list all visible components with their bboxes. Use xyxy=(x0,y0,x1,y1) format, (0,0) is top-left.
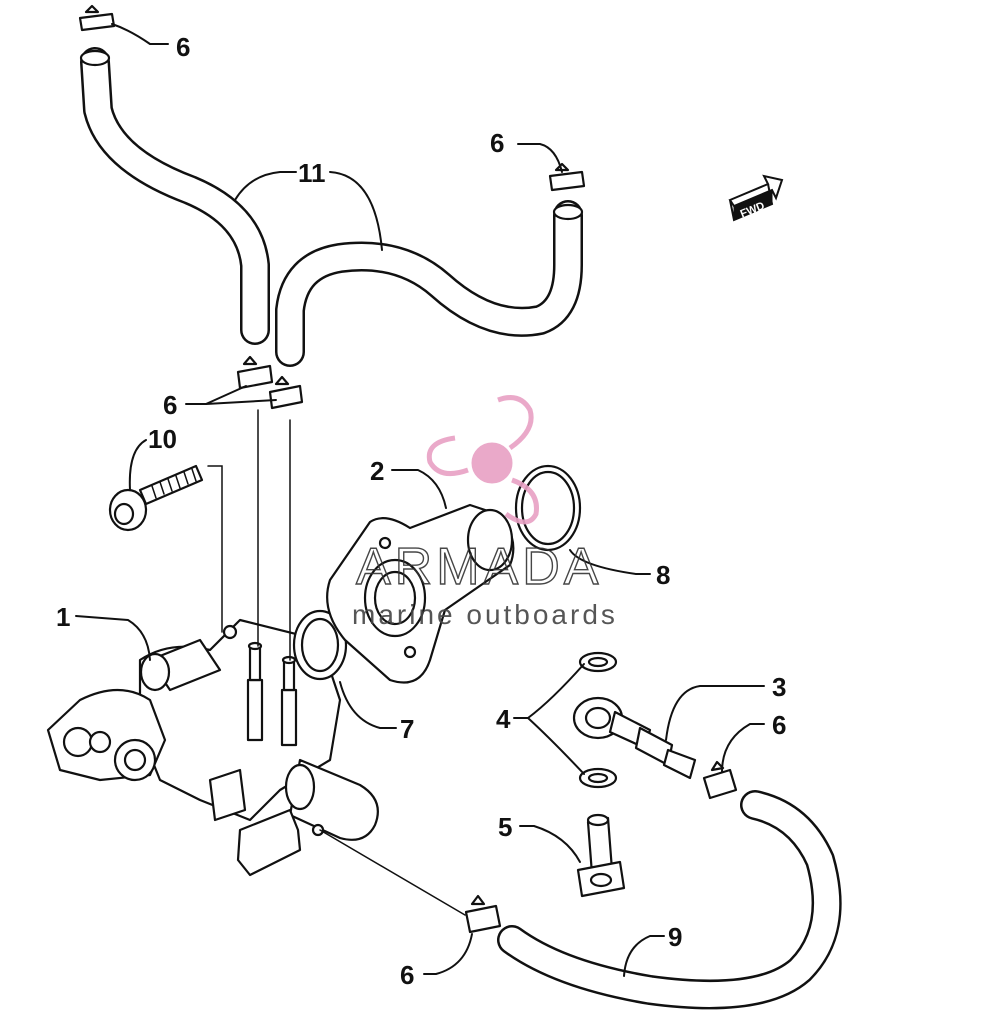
callout-3: 3 xyxy=(772,672,786,702)
callout-6-middle: 6 xyxy=(163,390,177,420)
callout-7: 7 xyxy=(400,714,414,744)
valve-body-1 xyxy=(46,618,379,877)
logo-petal-top xyxy=(497,395,534,451)
gasket-7 xyxy=(292,609,348,681)
callout-4: 4 xyxy=(496,704,511,734)
callout-6-bottom: 6 xyxy=(400,960,414,990)
watermark-logo xyxy=(426,395,539,525)
guide-lines xyxy=(207,409,466,916)
callout-6-top: 6 xyxy=(176,32,190,62)
callout-9: 9 xyxy=(668,922,682,952)
clamp-6-right-top xyxy=(548,162,586,192)
clamp-6-bottom xyxy=(464,894,502,934)
callout-5: 5 xyxy=(498,812,512,842)
callout-10: 10 xyxy=(148,424,177,454)
logo-hub xyxy=(471,442,513,484)
clamp-6-middle-a xyxy=(236,355,274,390)
leader-lines xyxy=(75,23,765,977)
fwd-arrow: FWD xyxy=(728,174,784,222)
clamp-6-middle-b xyxy=(268,375,304,410)
callout-6-right-mid: 6 xyxy=(772,710,786,740)
clamp-6-right-mid xyxy=(702,760,738,800)
bolt-5 xyxy=(576,813,626,898)
callout-8: 8 xyxy=(656,560,670,590)
housing-2 xyxy=(326,503,515,684)
callout-6-right-top: 6 xyxy=(490,128,504,158)
union-3 xyxy=(572,696,697,780)
watermark-brand: ARMADA xyxy=(356,538,602,596)
watermark: ARMADA marine outboards xyxy=(352,395,618,630)
logo-petal-right xyxy=(504,477,539,525)
clamp-6-top xyxy=(78,4,116,32)
washer-4-top xyxy=(578,651,618,673)
o-ring-8 xyxy=(514,464,582,552)
callout-2: 2 xyxy=(370,456,384,486)
callout-1: 1 xyxy=(56,602,70,632)
washer-4-bottom xyxy=(578,767,618,789)
bolt-10 xyxy=(108,464,204,532)
hose-11 xyxy=(79,47,584,367)
callout-11: 11 xyxy=(298,158,326,188)
callouts: 6 6 11 6 10 2 8 1 3 4 7 6 5 9 6 xyxy=(56,32,786,990)
watermark-tagline: marine outboards xyxy=(352,599,618,630)
hose-9 xyxy=(497,790,842,1010)
logo-petal-left xyxy=(426,435,469,477)
